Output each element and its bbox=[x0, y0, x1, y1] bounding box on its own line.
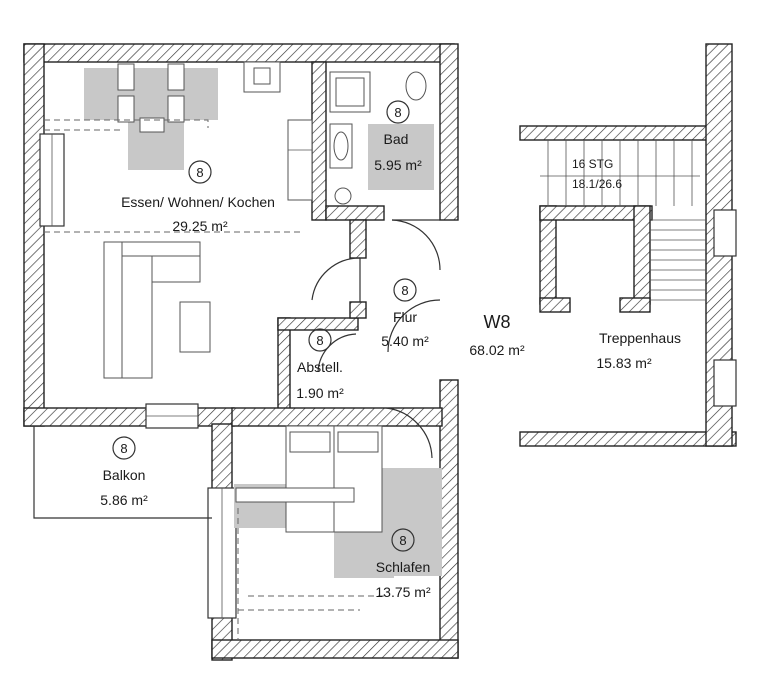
room-name: Abstell. bbox=[297, 359, 343, 375]
room-area: 5.40 m² bbox=[381, 333, 429, 349]
room-area: 29.25 m² bbox=[172, 218, 228, 234]
room-name: Flur bbox=[393, 309, 417, 325]
room-name: Bad bbox=[384, 131, 409, 147]
living-furniture bbox=[44, 61, 313, 379]
room-name: Schlafen bbox=[376, 559, 430, 575]
stairs-dims: 18.1/26.6 bbox=[572, 177, 622, 191]
room-abstell: 8 Abstell. 1.90 m² bbox=[296, 328, 344, 401]
bathroom-fixtures bbox=[329, 71, 434, 205]
room-name: Essen/ Wohnen/ Kochen bbox=[121, 194, 275, 210]
room-name: Balkon bbox=[103, 467, 146, 483]
stairs-info: 16 STG 18.1/26.6 bbox=[572, 157, 622, 191]
unit-summary: W8 68.02 m² bbox=[469, 312, 525, 358]
unit-label: W8 bbox=[484, 312, 511, 332]
room-bad: 8 Bad 5.95 m² bbox=[374, 100, 422, 173]
room-labels: 8 Essen/ Wohnen/ Kochen 29.25 m² 8 Bad 5… bbox=[100, 100, 681, 600]
room-area: 5.95 m² bbox=[374, 157, 422, 173]
stairwell bbox=[519, 43, 737, 447]
room-area: 15.83 m² bbox=[596, 355, 652, 371]
room-marker: 8 bbox=[196, 165, 203, 180]
bedroom-furniture bbox=[234, 425, 442, 640]
balcony bbox=[33, 426, 212, 519]
room-area: 1.90 m² bbox=[296, 385, 344, 401]
room-name: Treppenhaus bbox=[599, 330, 681, 346]
room-schlafen: 8 Schlafen 13.75 m² bbox=[375, 528, 431, 600]
unit-area: 68.02 m² bbox=[469, 342, 525, 358]
room-treppenhaus: Treppenhaus 15.83 m² bbox=[596, 330, 681, 371]
room-essen: 8 Essen/ Wohnen/ Kochen 29.25 m² bbox=[121, 160, 275, 234]
apartment-walls bbox=[23, 43, 459, 661]
room-marker: 8 bbox=[316, 333, 323, 348]
room-flur: 8 Flur 5.40 m² bbox=[381, 278, 429, 349]
stairs-steps: 16 STG bbox=[572, 157, 613, 171]
room-area: 5.86 m² bbox=[100, 492, 148, 508]
room-marker: 8 bbox=[399, 533, 406, 548]
room-area: 13.75 m² bbox=[375, 584, 431, 600]
windows bbox=[39, 133, 237, 619]
room-marker: 8 bbox=[120, 441, 127, 456]
room-marker: 8 bbox=[401, 283, 408, 298]
room-marker: 8 bbox=[394, 105, 401, 120]
room-balkon: 8 Balkon 5.86 m² bbox=[100, 436, 148, 508]
